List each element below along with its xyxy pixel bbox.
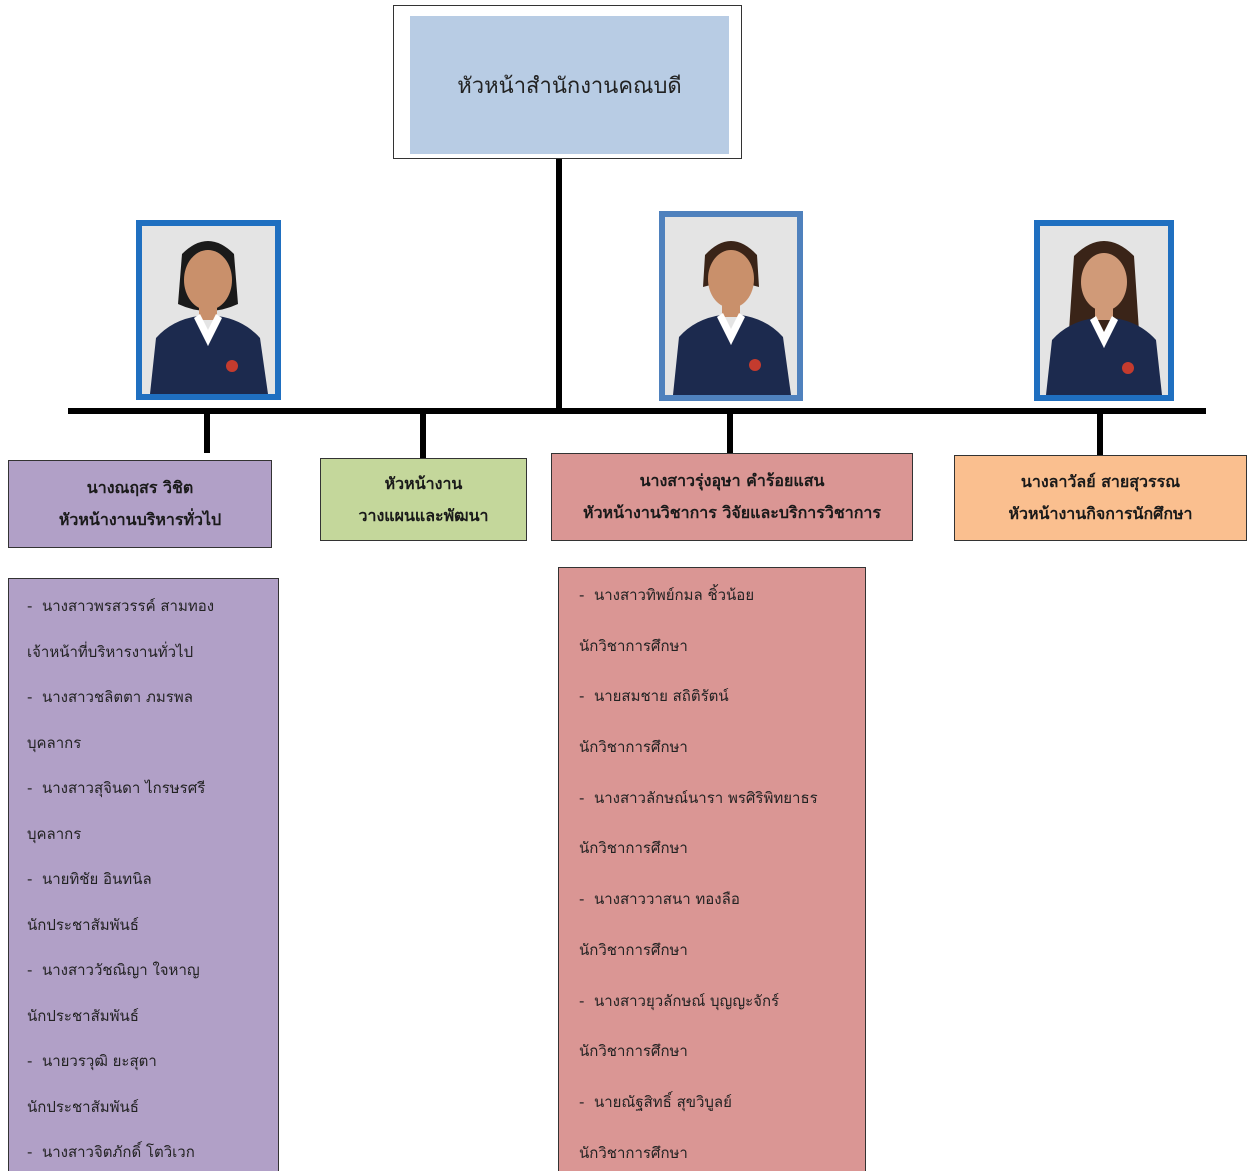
staff-role: นักประชาสัมพันธ์ bbox=[27, 1097, 139, 1116]
staff-name: นายสมชาย สถิติรัตน์ bbox=[559, 671, 865, 722]
unit-box-student-affairs: นางลาวัลย์ สายสุวรรณ หัวหน้างานกิจการนัก… bbox=[954, 455, 1247, 541]
staff-name: นายทิชัย อินทนิล bbox=[9, 857, 278, 903]
staff-name: นางสาววัชณิญา ใจหาญ bbox=[9, 948, 278, 994]
staff-name: นางสาววาสนา ทองลือ bbox=[559, 874, 865, 925]
portrait-photo-admin bbox=[136, 220, 281, 400]
unit-box-academic: นางสาวรุ่งอุษา คำร้อยแสน หัวหน้างานวิชาก… bbox=[551, 453, 913, 541]
staff-role: นักวิชาการศึกษา bbox=[579, 839, 688, 858]
unit-head-name: นางณฤสร วิชิต bbox=[86, 478, 194, 497]
staff-list-general-admin: นางสาวพรสวรรค์ สามทองเจ้าหน้าที่บริหารงา… bbox=[8, 578, 279, 1171]
staff-name: นางสาวยุวลักษณ์ บุญญะจักร์ bbox=[559, 976, 865, 1027]
portrait-person-icon bbox=[665, 217, 797, 395]
portrait-person-icon bbox=[142, 226, 275, 394]
portrait-photo-student-affairs bbox=[1034, 220, 1174, 401]
portrait-person-icon bbox=[1040, 226, 1168, 395]
unit-title: วางแผนและพัฒนา bbox=[358, 505, 489, 525]
staff-name: นายวรวุฒิ ยะสุตา bbox=[9, 1039, 278, 1085]
staff-name: นางสาวลักษณ์นารา พรศิริพิทยาธร bbox=[559, 773, 865, 824]
connector-unit-4 bbox=[1097, 411, 1103, 455]
staff-role: บุคลากร bbox=[27, 824, 82, 843]
unit-title: หัวหน้างานวิชาการ วิจัยและบริการวิชาการ bbox=[583, 503, 881, 522]
staff-name: นายณัฐสิทธิ์ สุขวิบูลย์ bbox=[559, 1077, 865, 1128]
staff-name: นางสาวจิตภักดิ์ โตวิเวก bbox=[9, 1130, 278, 1171]
portrait-photo-academic bbox=[659, 211, 803, 401]
unit-head-name: หัวหน้างาน bbox=[384, 473, 463, 493]
staff-name: นางสาวทิพย์กมล ชิ้วน้อย bbox=[559, 570, 865, 621]
connector-horizontal-bus bbox=[68, 408, 1206, 414]
staff-role: เจ้าหน้าที่บริหารงานทั่วไป bbox=[27, 642, 194, 661]
unit-head-name: นางสาวรุ่งอุษา คำร้อยแสน bbox=[639, 471, 825, 490]
connector-unit-2 bbox=[420, 411, 426, 459]
staff-role: นักประชาสัมพันธ์ bbox=[27, 1006, 139, 1025]
staff-role: นักวิชาการศึกษา bbox=[579, 738, 688, 757]
unit-box-general-admin: นางณฤสร วิชิต หัวหน้างานบริหารทั่วไป bbox=[8, 460, 272, 548]
dean-office-head-box: หัวหน้าสำนักงานคณบดี bbox=[393, 5, 742, 159]
unit-head-name: นางลาวัลย์ สายสุวรรณ bbox=[1020, 472, 1181, 491]
unit-box-planning: หัวหน้างาน วางแผนและพัฒนา bbox=[320, 458, 527, 541]
staff-role: นักประชาสัมพันธ์ bbox=[27, 915, 139, 934]
connector-unit-3 bbox=[727, 411, 733, 454]
staff-name: นางสาวชลิตตา ภมรพล bbox=[9, 675, 278, 721]
staff-role: นักวิชาการศึกษา bbox=[579, 1143, 688, 1162]
staff-name: นางสาวพรสวรรค์ สามทอง bbox=[9, 584, 278, 630]
dean-office-head-title: หัวหน้าสำนักงานคณบดี bbox=[410, 16, 729, 154]
connector-vertical-main bbox=[556, 159, 562, 412]
staff-role: บุคลากร bbox=[27, 733, 82, 752]
staff-name: นางสาวสุจินดา ไกรษรศรี bbox=[9, 766, 278, 812]
staff-list-academic: นางสาวทิพย์กมล ชิ้วน้อยนักวิชาการศึกษานา… bbox=[558, 567, 866, 1171]
staff-role: นักวิชาการศึกษา bbox=[579, 636, 688, 655]
unit-title: หัวหน้างานกิจการนักศึกษา bbox=[1008, 504, 1193, 523]
staff-role: นักวิชาการศึกษา bbox=[579, 940, 688, 959]
connector-unit-1 bbox=[204, 411, 210, 453]
unit-title: หัวหน้างานบริหารทั่วไป bbox=[58, 510, 222, 529]
staff-role: นักวิชาการศึกษา bbox=[579, 1042, 688, 1061]
